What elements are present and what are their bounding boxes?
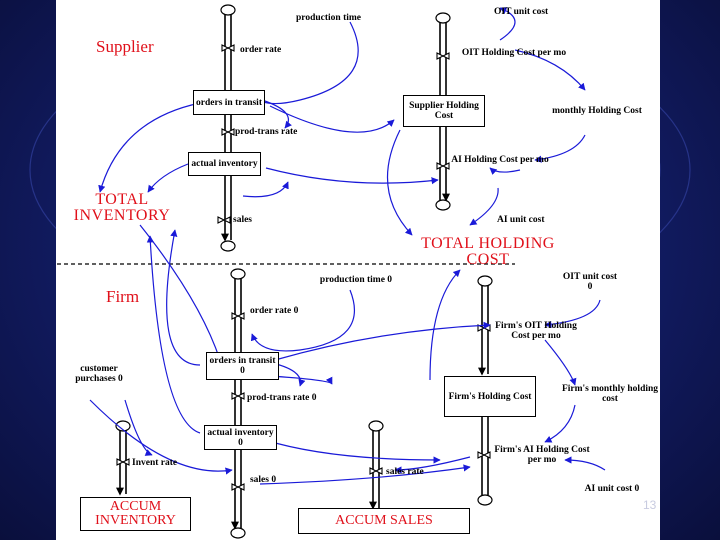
firm-ai-holding-cost-label: Firm's AI Holding Cost per mo bbox=[494, 445, 590, 465]
firm-oit-unit-cost-label: OIT unit cost 0 bbox=[562, 272, 618, 292]
cloud-icons bbox=[115, 4, 493, 539]
firm-orders-in-transit-stock: orders in transit 0 bbox=[206, 352, 279, 380]
ai-holding-cost-label: AI Holding Cost per mo bbox=[451, 155, 549, 165]
supplier-holding-cost-stock: Supplier Holding Cost bbox=[403, 95, 485, 127]
total-holding-cost-label: TOTAL HOLDING COST bbox=[421, 235, 555, 268]
firm-production-time-label: production time 0 bbox=[319, 275, 393, 285]
customer-purchases-label: customer purchases 0 bbox=[75, 364, 123, 384]
oit-unit-cost-label: OIT unit cost bbox=[494, 7, 549, 17]
accum-sales-stock: ACCUM SALES bbox=[298, 508, 470, 534]
firm-prod-trans-rate-label: prod-trans rate 0 bbox=[247, 393, 317, 403]
oit-holding-cost-label: OIT Holding Cost per mo bbox=[461, 48, 567, 58]
supplier-prod-trans-rate-label: prod-trans rate bbox=[235, 127, 298, 137]
firm-monthly-holding-cost-label: Firm's monthly holding cost bbox=[561, 384, 659, 404]
diagram-panel bbox=[56, 0, 660, 540]
firm-section-title: Firm bbox=[106, 287, 140, 306]
page-number: 13 bbox=[643, 498, 657, 512]
firm-order-rate-label: order rate 0 bbox=[250, 306, 299, 316]
supplier-sales-label: sales bbox=[233, 215, 252, 225]
firm-oit-holding-cost-label: Firm's OIT Holding Cost per mo bbox=[495, 321, 577, 341]
firm-ai-unit-cost-label: AI unit cost 0 bbox=[584, 484, 640, 494]
supplier-orders-in-transit-stock: orders in transit bbox=[193, 90, 265, 115]
accum-inventory-stock: ACCUM INVENTORY bbox=[80, 497, 191, 531]
valve-icons bbox=[116, 44, 491, 491]
invent-rate-label: Invent rate bbox=[132, 458, 178, 468]
supplier-section-title: Supplier bbox=[96, 37, 154, 56]
ai-unit-cost-label: AI unit cost bbox=[497, 215, 545, 225]
supplier-production-time-label: production time bbox=[296, 13, 362, 23]
firm-actual-inventory-stock: actual inventory 0 bbox=[204, 425, 277, 450]
information-links bbox=[89, 7, 606, 485]
monthly-holding-cost-label: monthly Holding Cost bbox=[552, 106, 642, 116]
material-flows bbox=[116, 12, 489, 530]
supplier-actual-inventory-stock: actual inventory bbox=[188, 152, 261, 176]
sales-rate-label: sales rate bbox=[386, 467, 424, 477]
firm-sales-label: sales 0 bbox=[249, 475, 277, 485]
supplier-order-rate-label: order rate bbox=[240, 45, 282, 55]
firm-holding-cost-stock: Firm's Holding Cost bbox=[444, 376, 536, 417]
total-inventory-label: TOTAL INVENTORY bbox=[73, 191, 171, 224]
